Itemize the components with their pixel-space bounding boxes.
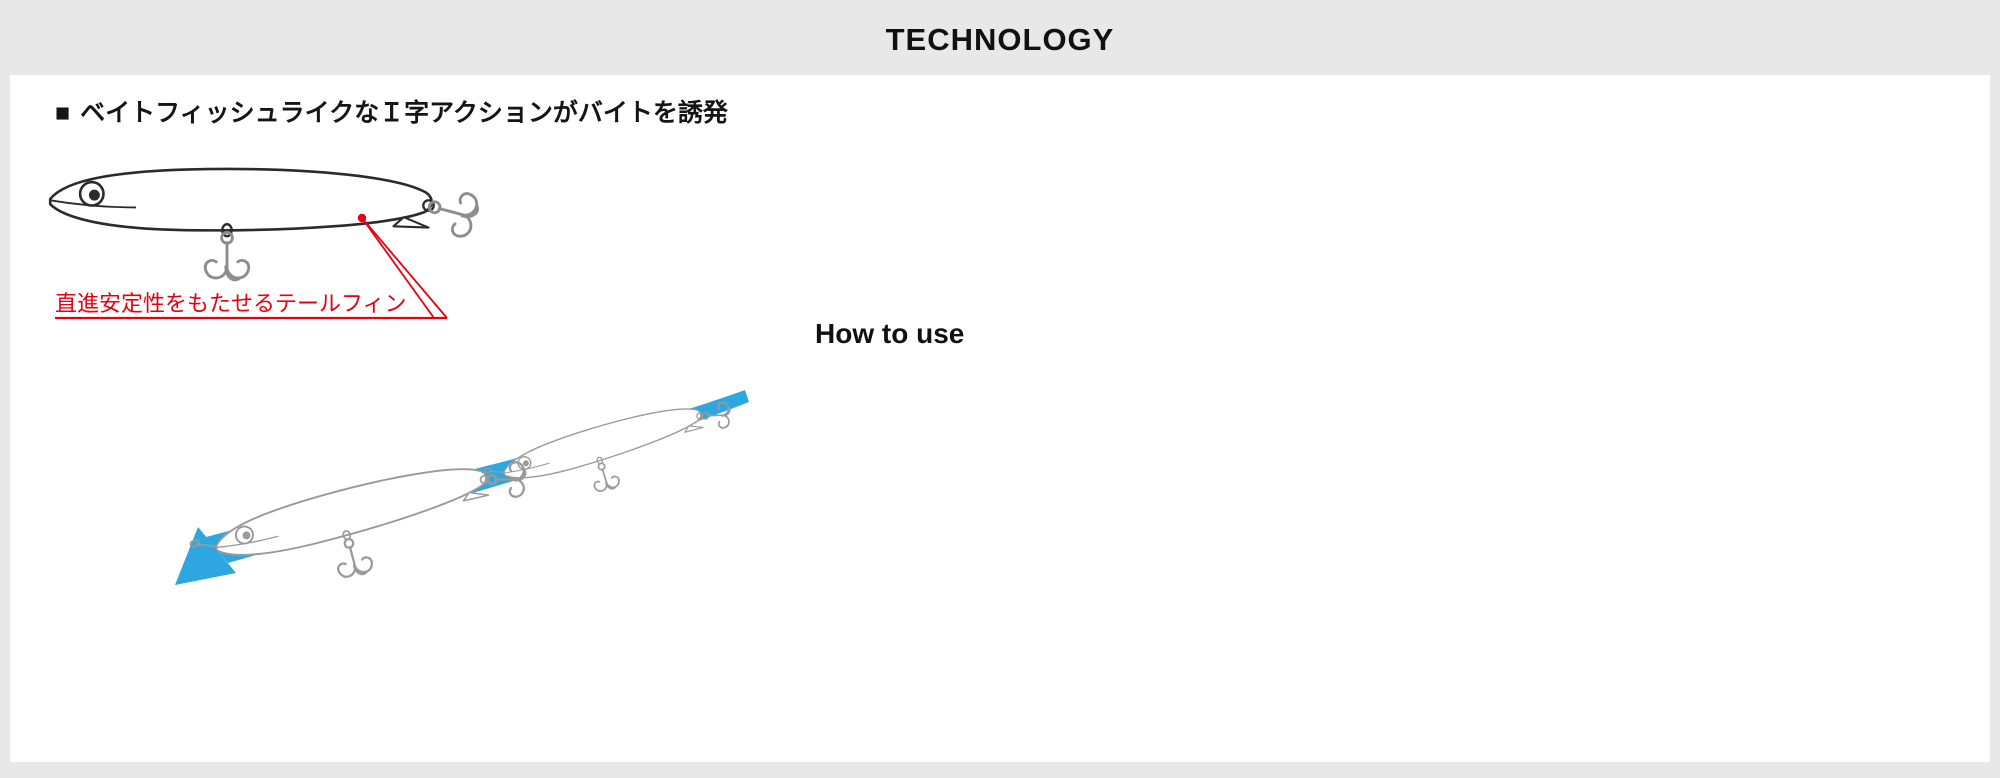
section-heading-text: ベイトフィッシュライクなＩ字アクションがバイトを誘発 [80, 99, 728, 127]
how-to-use-illustration-icon [175, 388, 749, 615]
page-title: TECHNOLOGY [885, 22, 1115, 57]
illustration-layer [48, 167, 749, 762]
section-heading: ■ ベイトフィッシュライクなＩ字アクションがバイトを誘発 [55, 93, 728, 129]
tail-fin-callout-label: 直進安定性をもたせるテールフィン [55, 291, 407, 316]
square-bullet-icon: ■ [55, 99, 71, 127]
lure-side-view-icon [48, 167, 483, 282]
how-to-use-title: How to use [815, 318, 965, 349]
content-panel: ■ ベイトフィッシュライクなＩ字アクションがバイトを誘発 直進安定性をもたせるテー… [10, 75, 1990, 762]
tail-fin-callout-lines [55, 213, 448, 320]
